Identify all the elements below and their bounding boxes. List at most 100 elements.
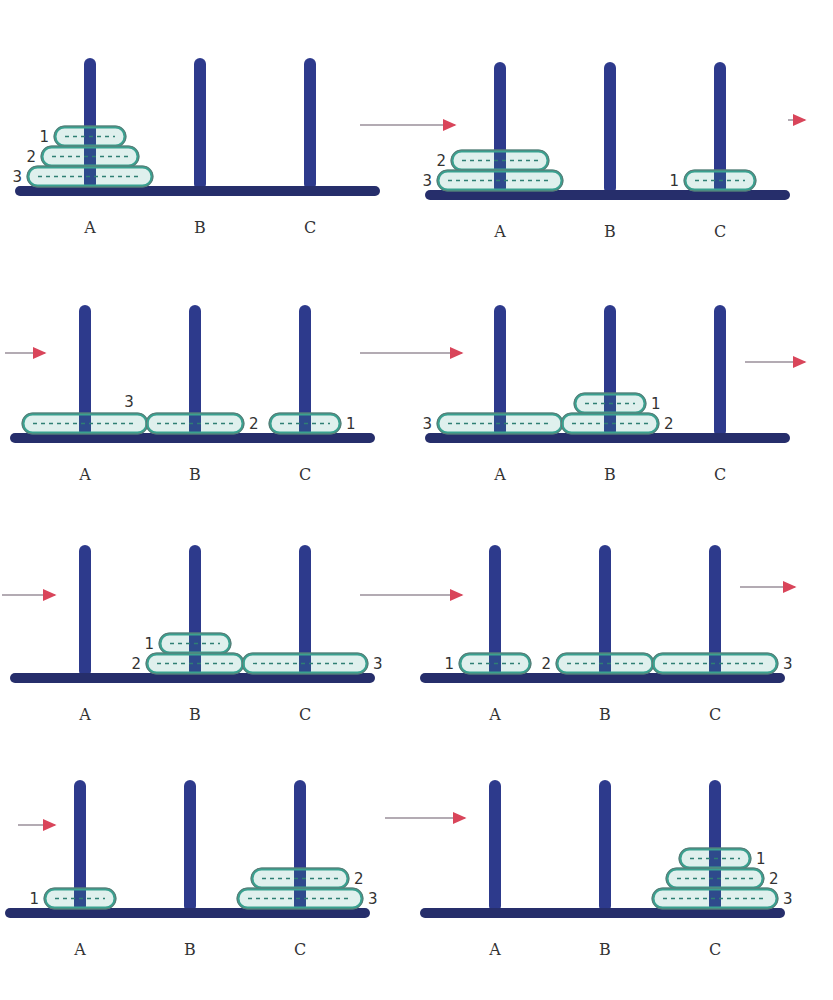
disk bbox=[562, 414, 658, 433]
disk bbox=[575, 394, 645, 413]
peg-label: A bbox=[79, 467, 91, 483]
disk-number: 3 bbox=[373, 656, 383, 671]
disk-number: 2 bbox=[664, 416, 674, 431]
peg-label: C bbox=[294, 942, 306, 958]
disk-edge bbox=[652, 653, 778, 674]
disk-rim bbox=[663, 898, 767, 899]
disk-edge bbox=[437, 413, 563, 434]
disk-edge bbox=[22, 413, 148, 434]
disk-rim bbox=[448, 180, 552, 181]
disk-edge bbox=[242, 653, 368, 674]
disk-rim bbox=[567, 663, 643, 664]
disk-number: 1 bbox=[39, 129, 49, 144]
disk-edge bbox=[159, 633, 231, 654]
disk-edge bbox=[146, 653, 244, 674]
disk bbox=[438, 171, 562, 190]
peg-label: B bbox=[604, 224, 616, 240]
disk-edge bbox=[251, 868, 349, 889]
peg-label: B bbox=[599, 707, 611, 723]
disk-number: 3 bbox=[368, 891, 378, 906]
peg-label: A bbox=[494, 467, 506, 483]
disk-edge bbox=[54, 126, 126, 147]
disk bbox=[438, 414, 562, 433]
disk bbox=[147, 654, 243, 673]
peg-rod bbox=[604, 62, 616, 194]
disk-rim bbox=[677, 878, 753, 879]
peg-label: A bbox=[79, 707, 91, 723]
disk-edge bbox=[652, 888, 778, 909]
disk-number: 2 bbox=[436, 153, 446, 168]
disk bbox=[238, 889, 362, 908]
peg-rod bbox=[184, 780, 196, 912]
step-arrows bbox=[2, 120, 805, 825]
peg-label: B bbox=[604, 467, 616, 483]
disk-edge bbox=[146, 413, 244, 434]
disk-number: 3 bbox=[124, 394, 134, 409]
disk-rim bbox=[248, 898, 352, 899]
disk-number: 2 bbox=[769, 871, 779, 886]
disk-number: 2 bbox=[131, 656, 141, 671]
disk-number: 1 bbox=[756, 851, 766, 866]
disk-rim bbox=[690, 858, 740, 859]
disk-edge bbox=[451, 150, 549, 171]
disk bbox=[42, 147, 138, 166]
peg-label: C bbox=[299, 467, 311, 483]
peg-rod bbox=[714, 305, 726, 437]
disk-rim bbox=[585, 403, 635, 404]
disk-rim bbox=[65, 136, 115, 137]
peg-label: C bbox=[714, 224, 726, 240]
disk-number: 2 bbox=[249, 416, 259, 431]
disk-rim bbox=[55, 898, 105, 899]
disk-number: 1 bbox=[144, 636, 154, 651]
peg-label: A bbox=[84, 220, 96, 236]
peg-label: C bbox=[709, 707, 721, 723]
peg-rod bbox=[304, 58, 316, 190]
disk-edge bbox=[41, 146, 139, 167]
disk-rim bbox=[663, 663, 767, 664]
peg-label: A bbox=[74, 942, 86, 958]
peg-label: B bbox=[184, 942, 196, 958]
disk-rim bbox=[572, 423, 648, 424]
peg-label: C bbox=[299, 707, 311, 723]
disk bbox=[653, 889, 777, 908]
disk bbox=[243, 654, 367, 673]
peg-label: B bbox=[189, 467, 201, 483]
disk-rim bbox=[280, 423, 330, 424]
disk-number: 3 bbox=[422, 173, 432, 188]
disk-edge bbox=[27, 166, 153, 187]
disk-edge bbox=[679, 848, 751, 869]
peg-label: A bbox=[494, 224, 506, 240]
disk-rim bbox=[262, 878, 338, 879]
disk-number: 1 bbox=[651, 396, 661, 411]
disk-rim bbox=[157, 663, 233, 664]
disk-rim bbox=[448, 423, 552, 424]
disk bbox=[680, 849, 750, 868]
disk-edge bbox=[556, 653, 654, 674]
disk bbox=[55, 127, 125, 146]
disk-rim bbox=[695, 180, 745, 181]
peg-label: A bbox=[489, 942, 501, 958]
disk-edge bbox=[437, 170, 563, 191]
disk-edge bbox=[459, 653, 531, 674]
disk-number: 2 bbox=[354, 871, 364, 886]
disk-number: 1 bbox=[29, 891, 39, 906]
disk-rim bbox=[462, 160, 538, 161]
peg-label: A bbox=[489, 707, 501, 723]
disk-number: 1 bbox=[669, 173, 679, 188]
peg-rod bbox=[194, 58, 206, 190]
peg-label: C bbox=[304, 220, 316, 236]
disk-edge bbox=[237, 888, 363, 909]
disk bbox=[252, 869, 348, 888]
disk-edge bbox=[561, 413, 659, 434]
disk-edge bbox=[44, 888, 116, 909]
disk bbox=[23, 414, 147, 433]
peg-label: B bbox=[189, 707, 201, 723]
disk-edge bbox=[269, 413, 341, 434]
disk bbox=[460, 654, 530, 673]
peg-label: C bbox=[714, 467, 726, 483]
peg-label: B bbox=[194, 220, 206, 236]
disk bbox=[653, 654, 777, 673]
disk bbox=[667, 869, 763, 888]
disk-edge bbox=[684, 170, 756, 191]
